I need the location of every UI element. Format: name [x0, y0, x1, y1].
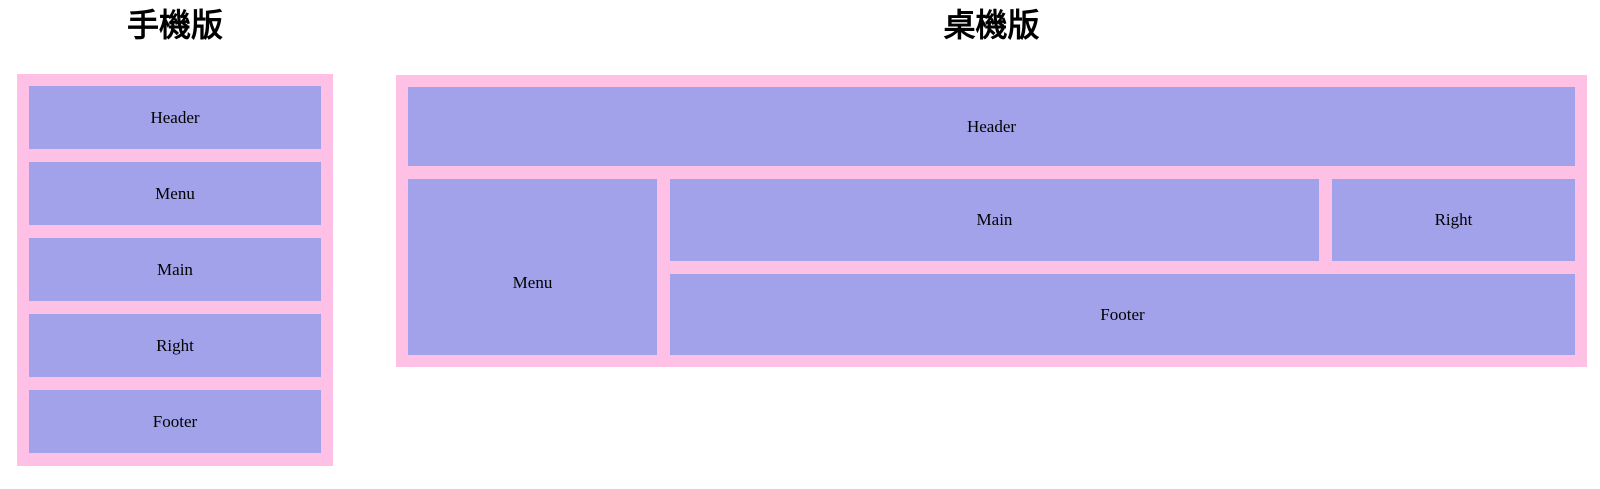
desktop-footer-box: Footer	[670, 274, 1575, 355]
desktop-footer-label: Footer	[1100, 304, 1145, 324]
desktop-menu-label: Menu	[512, 272, 553, 292]
mobile-menu-box: Menu	[29, 162, 321, 225]
mobile-right-box: Right	[29, 314, 321, 377]
desktop-header-box: Header	[408, 87, 1575, 166]
mobile-main-label: Main	[157, 259, 193, 279]
desktop-layout-container: Header Menu Main Right Footer	[396, 75, 1587, 367]
mobile-footer-label: Footer	[152, 411, 198, 431]
mobile-main-box: Main	[29, 238, 321, 301]
mobile-section-title: 手機版	[126, 7, 223, 43]
mobile-right-label: Right	[156, 335, 194, 355]
desktop-header-label: Header	[966, 116, 1017, 136]
desktop-right-box: Right	[1332, 179, 1575, 261]
desktop-right-label: Right	[1434, 210, 1473, 229]
mobile-header-label: Header	[150, 107, 200, 127]
desktop-menu-box: Menu	[408, 179, 657, 355]
desktop-section-title: 桌機版	[943, 7, 1040, 43]
desktop-main-label: Main	[976, 210, 1013, 229]
desktop-main-box: Main	[670, 179, 1319, 261]
mobile-footer-box: Footer	[29, 390, 321, 453]
mobile-menu-label: Menu	[155, 183, 195, 203]
mobile-header-box: Header	[29, 86, 321, 149]
mobile-layout-container: Header Menu Main Right Footer	[17, 74, 333, 466]
